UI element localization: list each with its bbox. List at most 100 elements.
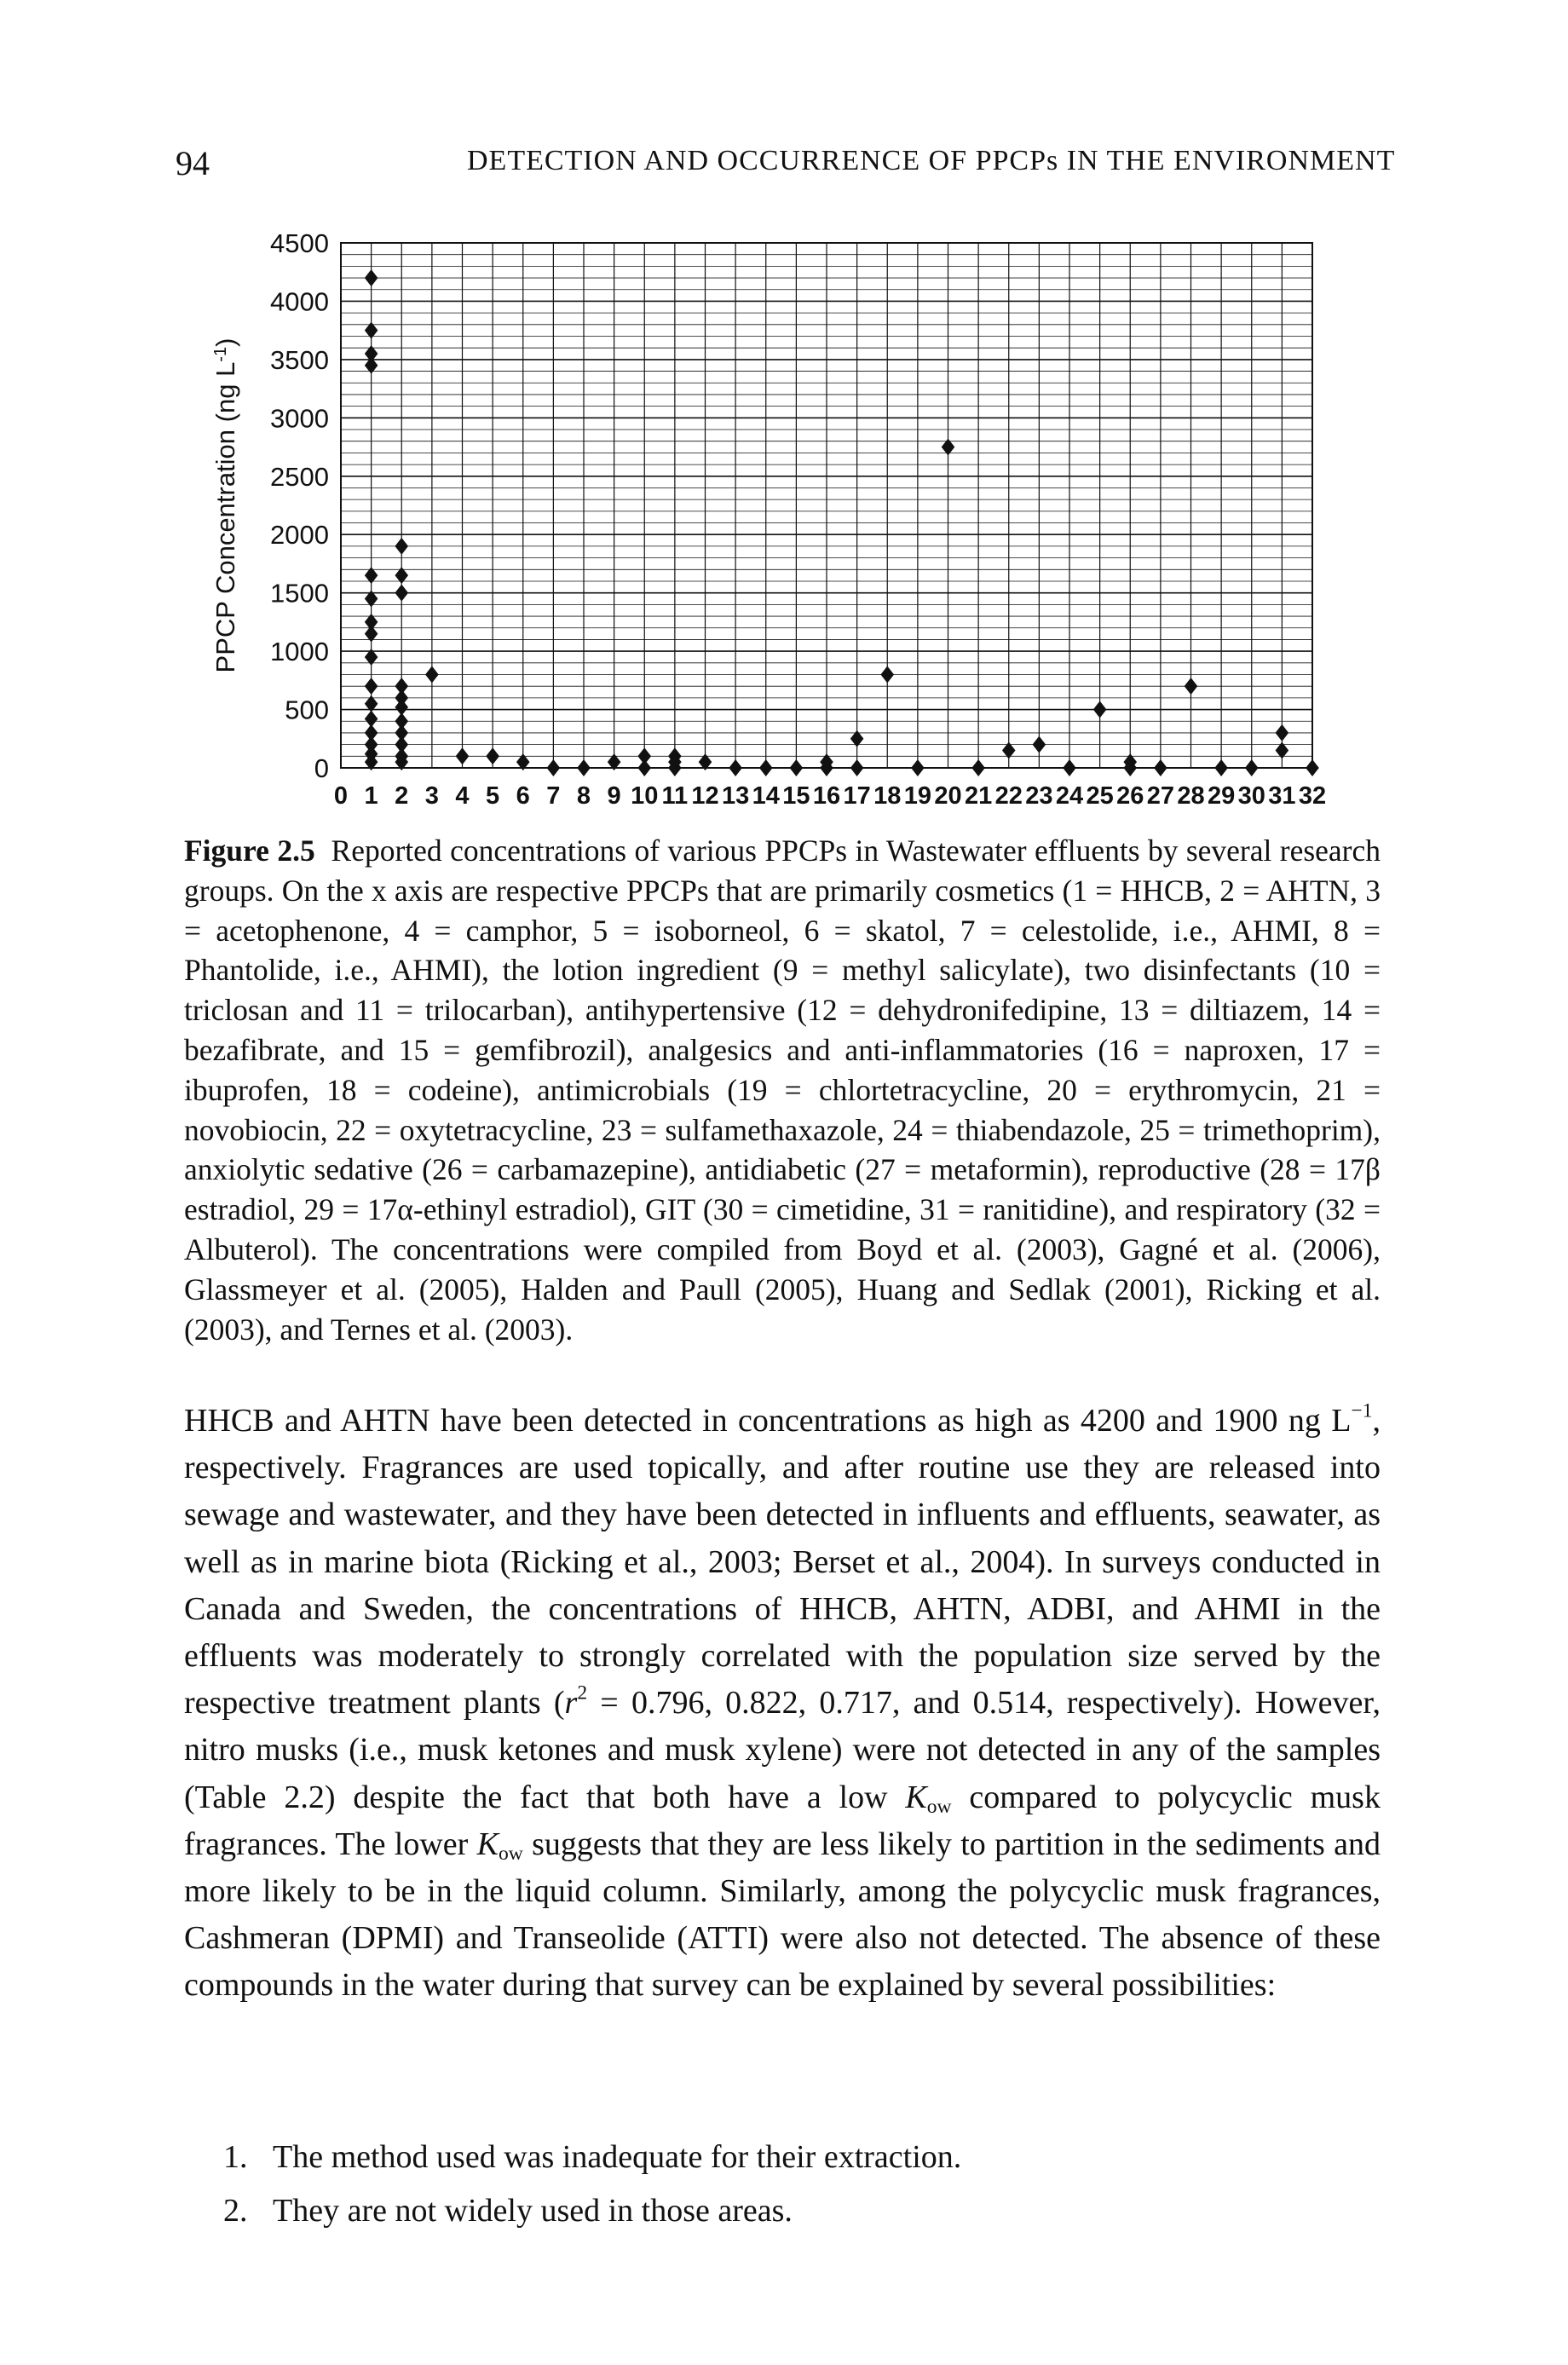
data-point — [364, 613, 378, 631]
data-point — [637, 759, 652, 776]
data-point — [698, 753, 712, 771]
data-point — [364, 648, 378, 666]
body-text-a: HHCB and AHTN have been detected in conc… — [184, 1403, 1352, 1439]
x-tick-label: 21 — [965, 782, 992, 810]
data-point — [364, 678, 378, 695]
x-tick-label: 14 — [752, 782, 780, 810]
data-point — [1275, 724, 1289, 741]
body-text-d: compared to polycyclic musk fragrances. … — [184, 1779, 1381, 1862]
data-point — [1244, 759, 1259, 776]
list-item-number: 2. — [223, 2193, 248, 2229]
x-tick-label: 2 — [395, 782, 408, 810]
body-sup-1: −1 — [1351, 1399, 1373, 1422]
y-tick-label: 3000 — [270, 403, 329, 433]
x-tick-label: 10 — [631, 782, 658, 810]
body-sub-1: ow — [926, 1795, 952, 1818]
data-point — [395, 698, 409, 716]
data-point — [1154, 759, 1167, 776]
x-tick-label: 17 — [843, 782, 870, 810]
x-tick-label: 22 — [995, 782, 1023, 810]
x-tick-label: 27 — [1147, 782, 1174, 810]
x-tick-label: 13 — [722, 782, 749, 810]
data-point — [820, 759, 833, 776]
numbered-list: 1. The method used was inadequate for th… — [223, 2131, 1365, 2238]
data-point — [395, 678, 409, 695]
y-tick-label: 3500 — [270, 345, 329, 375]
x-tick-label: 16 — [813, 782, 840, 810]
x-tick-label: 9 — [608, 782, 621, 810]
data-point — [364, 590, 378, 608]
data-point — [364, 735, 378, 753]
data-point — [1184, 678, 1198, 695]
data-point — [364, 321, 378, 339]
data-point — [1001, 741, 1016, 759]
data-point — [1306, 759, 1319, 776]
y-tick-label: 0 — [314, 753, 329, 783]
x-tick-label: 8 — [577, 782, 591, 810]
x-tick-label: 30 — [1238, 782, 1265, 810]
data-point — [364, 345, 378, 363]
x-tick-label: 19 — [904, 782, 931, 810]
data-point — [364, 753, 378, 771]
body-k-1: K — [905, 1779, 927, 1815]
body-sup-2: 2 — [577, 1681, 588, 1705]
y-axis-label-main: PPCP Concentration (ng L — [210, 362, 240, 673]
data-point — [1123, 759, 1138, 776]
figure-caption-text: Reported concentrations of various PPCPs… — [184, 834, 1381, 1347]
y-tick-label: 2500 — [270, 462, 329, 492]
body-text-b: , respectively. Fragrances are used topi… — [184, 1403, 1381, 1722]
body-paragraph: HHCB and AHTN have been detected in conc… — [184, 1398, 1381, 2010]
x-tick-label: 28 — [1177, 782, 1204, 810]
x-tick-label: 26 — [1116, 782, 1144, 810]
data-point — [668, 759, 682, 776]
data-point — [941, 438, 955, 456]
body-k-2: K — [476, 1826, 499, 1862]
data-point — [395, 567, 409, 585]
x-tick-label: 32 — [1299, 782, 1326, 810]
data-point — [364, 625, 378, 643]
data-point — [880, 666, 895, 684]
figure-caption-label: Figure 2.5 — [184, 834, 315, 868]
data-point — [577, 759, 591, 776]
x-tick-label: 29 — [1208, 782, 1235, 810]
data-point — [364, 724, 378, 741]
y-tick-label: 500 — [285, 695, 329, 725]
y-axis-label-end: ) — [210, 338, 240, 347]
x-tick-label: 31 — [1268, 782, 1295, 810]
x-tick-label: 23 — [1025, 782, 1052, 810]
data-point — [364, 710, 378, 728]
data-point — [395, 753, 409, 771]
x-tick-label: 25 — [1086, 782, 1113, 810]
data-point — [395, 724, 409, 741]
data-point — [546, 759, 561, 776]
running-head: DETECTION AND OCCURRENCE OF PPCPs IN THE… — [467, 145, 1396, 176]
body-text-c: = 0.796, 0.822, 0.717, and 0.514, respec… — [184, 1685, 1381, 1815]
data-point — [455, 747, 470, 765]
body-text-e: suggests that they are less likely to pa… — [184, 1826, 1381, 2004]
data-point — [364, 269, 378, 287]
data-point — [395, 712, 409, 730]
x-tick-label: 1 — [365, 782, 378, 810]
x-tick-label: 20 — [934, 782, 961, 810]
data-point — [637, 747, 652, 765]
x-tick-label: 3 — [425, 782, 439, 810]
data-point — [1063, 759, 1076, 776]
x-tick-label: 0 — [334, 782, 348, 810]
y-axis-label-sup: -1 — [211, 347, 230, 362]
y-tick-label: 4500 — [270, 230, 329, 258]
chart-grid — [340, 242, 1313, 769]
data-point — [1092, 701, 1107, 718]
data-point — [789, 759, 804, 776]
list-item: 2. They are not widely used in those are… — [223, 2184, 1365, 2238]
data-point — [911, 759, 925, 776]
page-number: 94 — [176, 144, 210, 182]
list-item-text: They are not widely used in those areas. — [273, 2193, 793, 2229]
data-point — [364, 356, 378, 374]
x-tick-label: 18 — [873, 782, 901, 810]
data-point — [395, 735, 409, 753]
data-point — [729, 759, 742, 776]
body-sub-2: ow — [498, 1842, 523, 1865]
x-tick-label: 4 — [455, 782, 469, 810]
